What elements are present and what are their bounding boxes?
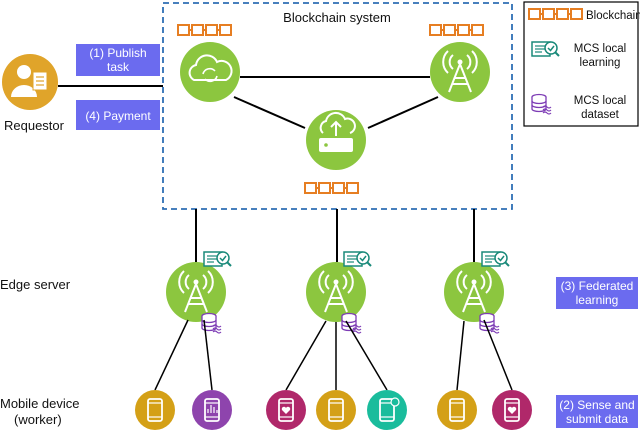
tower-icon [165, 261, 227, 323]
mobile-device-6 [437, 390, 477, 430]
edge-server-2 [305, 261, 367, 323]
svg-text:(3) Federated: (3) Federated [561, 279, 634, 293]
mcs-local-dataset-icon [479, 312, 500, 334]
step-publish-task: (1) Publish task [76, 44, 160, 76]
svg-text:learning: learning [576, 293, 619, 307]
edge-server-1 [165, 261, 227, 323]
step-sense-submit-data: (2) Sense and submit data [556, 395, 638, 428]
requestor [2, 54, 58, 110]
mobile-device-4 [316, 390, 356, 430]
cloud-upload-router-icon [319, 111, 356, 152]
blockchain-tower-node [429, 41, 491, 103]
mobile-device-5 [367, 390, 407, 430]
svg-text:learning: learning [580, 57, 621, 69]
tower-icon [429, 41, 491, 103]
legend: Blockchain MCS local learning MCS local … [523, 1, 640, 127]
link-tower-router [367, 96, 439, 129]
svg-text:MCS local: MCS local [574, 43, 626, 55]
blockchain-system-box [162, 2, 513, 210]
mobile-device-7 [492, 390, 532, 430]
mobile-device-3 [266, 390, 306, 430]
requestor-label: Requestor [4, 118, 65, 133]
blockchain-icon [304, 182, 359, 194]
tower-icon [443, 261, 505, 323]
mcs-local-learning-icon [481, 251, 510, 267]
edge-server-label: Edge server [0, 277, 71, 292]
mobile-device-1 [135, 390, 175, 430]
svg-text:(4) Payment: (4) Payment [85, 109, 151, 123]
mobile-device-label-line2: (worker) [14, 412, 62, 427]
legend-blockchain: Blockchain [586, 10, 640, 22]
svg-text:submit data: submit data [566, 412, 628, 426]
svg-text:task: task [107, 60, 130, 74]
blockchain-system-title: Blockchain system [283, 10, 391, 25]
cloud-sync-node [180, 42, 240, 102]
mobile-device-label-line1: Mobile device [0, 396, 80, 411]
mcs-local-learning-icon [203, 251, 232, 267]
blockchain-icon [429, 24, 484, 36]
requestor-icon [11, 65, 48, 97]
step-payment: (4) Payment [76, 100, 160, 130]
svg-text:MCS local: MCS local [574, 95, 626, 107]
svg-text:dataset: dataset [581, 109, 620, 121]
step-federated-learning: (3) Federated learning [556, 277, 638, 309]
svg-text:(1) Publish: (1) Publish [89, 46, 146, 60]
tower-icon [305, 261, 367, 323]
blockchain-icon [177, 24, 232, 36]
cloud-upload-router-node [306, 110, 366, 170]
svg-text:(2) Sense and: (2) Sense and [559, 398, 634, 412]
mcs-local-learning-icon [343, 251, 372, 267]
cloud-sync-icon [188, 54, 233, 83]
edge-server-3 [443, 261, 505, 323]
mobile-device-2 [192, 390, 232, 430]
link-cloud-router [233, 96, 306, 129]
